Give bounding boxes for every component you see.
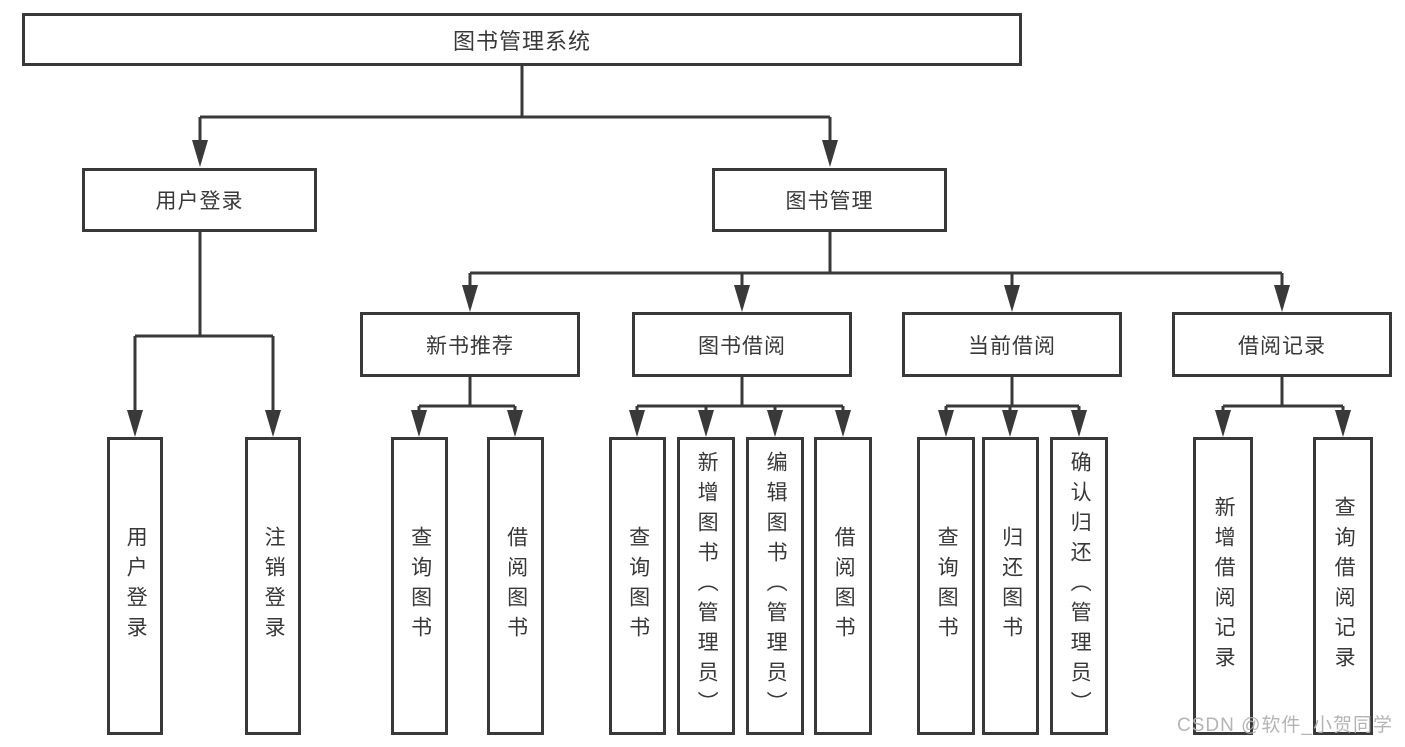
leaf-nb-query-books: 查询图书 xyxy=(391,437,448,735)
leaf-logout-label: 注销登录 xyxy=(262,526,286,646)
node-borrow-records: 借阅记录 xyxy=(1172,312,1392,377)
node-current-borrow-label: 当前借阅 xyxy=(968,334,1056,358)
leaf-rec-add-record-label: 新增借阅记录 xyxy=(1212,496,1236,676)
node-borrow-records-label: 借阅记录 xyxy=(1238,334,1326,358)
leaf-cb-confirm-return-admin: 确认归还（管理员） xyxy=(1050,437,1108,735)
leaf-bb-add-book-admin-label: 新增图书（管理员） xyxy=(695,451,719,721)
leaf-user-login: 用户登录 xyxy=(107,437,163,735)
node-current-borrow: 当前借阅 xyxy=(902,312,1122,377)
leaf-bb-borrow-books: 借阅图书 xyxy=(814,437,872,735)
leaf-bb-borrow-books-label: 借阅图书 xyxy=(832,526,856,646)
node-user-login-label: 用户登录 xyxy=(155,190,244,213)
node-new-book-recommend: 新书推荐 xyxy=(360,312,580,377)
leaf-cb-query-books: 查询图书 xyxy=(917,437,975,735)
watermark: CSDN @软件_小贺同学 xyxy=(1177,715,1393,736)
leaf-bb-add-book-admin: 新增图书（管理员） xyxy=(677,437,735,735)
leaf-bb-edit-book-admin: 编辑图书（管理员） xyxy=(746,437,804,735)
node-root-label: 图书管理系统 xyxy=(452,28,591,54)
leaf-rec-add-record: 新增借阅记录 xyxy=(1193,437,1253,735)
leaf-cb-confirm-return-admin-label: 确认归还（管理员） xyxy=(1068,451,1092,721)
node-book-management: 图书管理 xyxy=(712,168,947,232)
leaf-user-login-label: 用户登录 xyxy=(124,526,148,646)
node-new-book-recommend-label: 新书推荐 xyxy=(426,334,514,358)
leaf-rec-query-record-label: 查询借阅记录 xyxy=(1332,496,1356,676)
node-book-management-label: 图书管理 xyxy=(785,190,874,213)
node-user-login: 用户登录 xyxy=(82,168,317,232)
leaf-bb-query-books-label: 查询图书 xyxy=(626,526,650,646)
leaf-cb-return-books: 归还图书 xyxy=(982,437,1039,735)
node-book-borrow-label: 图书借阅 xyxy=(698,334,786,358)
node-book-borrow: 图书借阅 xyxy=(632,312,852,377)
leaf-nb-query-books-label: 查询图书 xyxy=(408,526,432,646)
leaf-logout: 注销登录 xyxy=(245,437,301,735)
leaf-cb-return-books-label: 归还图书 xyxy=(999,526,1023,646)
leaf-nb-borrow-books: 借阅图书 xyxy=(487,437,544,735)
leaf-bb-edit-book-admin-label: 编辑图书（管理员） xyxy=(764,451,788,721)
leaf-cb-query-books-label: 查询图书 xyxy=(935,526,959,646)
leaf-bb-query-books: 查询图书 xyxy=(609,437,666,735)
node-root: 图书管理系统 xyxy=(22,13,1022,66)
leaf-nb-borrow-books-label: 借阅图书 xyxy=(504,526,528,646)
leaf-rec-query-record: 查询借阅记录 xyxy=(1313,437,1373,735)
